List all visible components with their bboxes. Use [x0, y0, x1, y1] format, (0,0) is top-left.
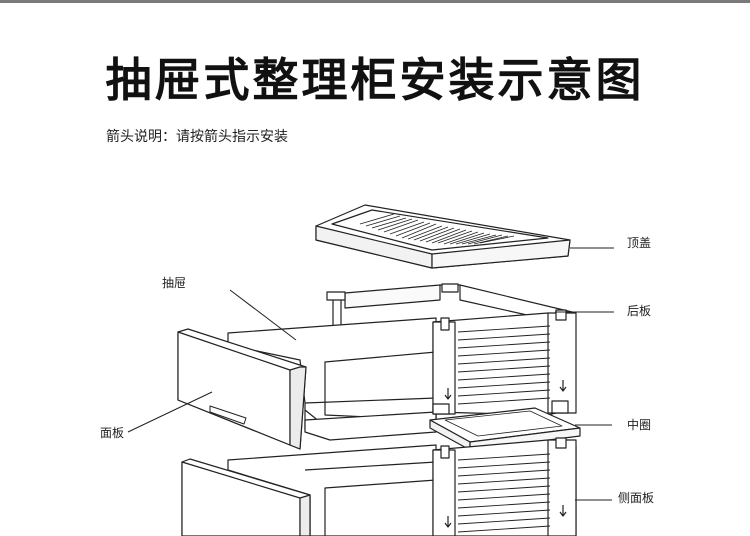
lower-drawer-part: [227, 444, 437, 536]
leader-lines: [127, 247, 614, 501]
upper-side-panel-part: [432, 309, 577, 416]
top-cover-grille: [359, 213, 515, 245]
lower-face-panel-part: [181, 458, 311, 536]
arrow-down-icon: [559, 505, 567, 517]
upper-face-panel-part: [177, 328, 307, 450]
label-drawer: 抽屉: [162, 276, 187, 290]
arrow-down-icon: [444, 388, 452, 400]
arrow-down-icon: [444, 516, 452, 528]
top-divider-line: [0, 0, 750, 3]
leader-face-panel: [127, 391, 213, 433]
leader-drawer: [229, 289, 297, 341]
label-middle-frame: 中圈: [627, 418, 652, 432]
label-back-panel: 后板: [627, 304, 652, 318]
arrow-down-icon: [559, 380, 567, 392]
page-title: 抽屉式整理柜安装示意图: [105, 53, 645, 107]
top-cover-part: [315, 204, 571, 269]
lower-side-panel-part: [432, 437, 577, 536]
middle-frame-part: [429, 400, 581, 451]
label-face-panel: 面板: [100, 426, 125, 440]
arrow-instructions: 箭头说明：请按箭头指示安装: [106, 129, 288, 145]
label-top-cover: 顶盖: [627, 236, 652, 250]
label-side-panel: 侧面板: [618, 491, 655, 505]
